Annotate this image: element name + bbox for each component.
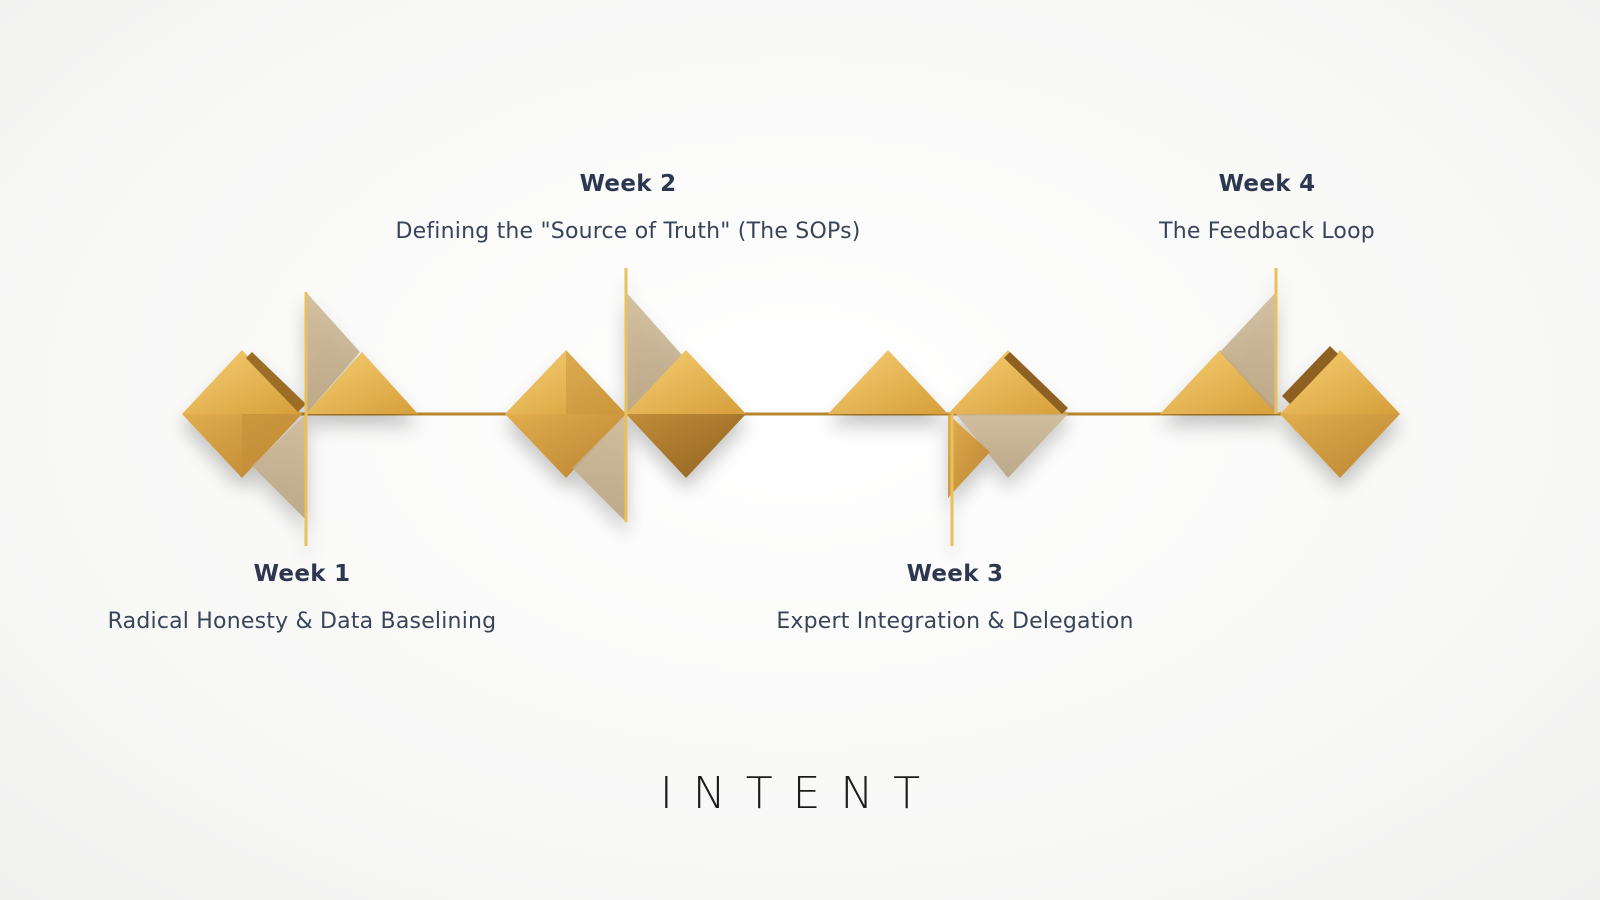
milestone-week-4: Week 4 The Feedback Loop [1159, 171, 1375, 244]
milestone-week-2: Week 2 Defining the "Source of Truth" (T… [395, 171, 860, 244]
milestone-week-3: Week 3 Expert Integration & Delegation [776, 561, 1133, 634]
milestone-title: Week 4 [1218, 171, 1316, 197]
gold-origami-diamond-icon [828, 350, 948, 414]
milestone-description: Expert Integration & Delegation [776, 609, 1134, 634]
milestone-description: Radical Honesty & Data Baselining [107, 609, 497, 634]
gold-origami-diamond-icon [252, 292, 418, 520]
gold-origami-diamond-icon [505, 350, 626, 478]
milestone-title: Week 3 [906, 561, 1004, 587]
milestone-week-1: Week 1 Radical Honesty & Data Baselining [108, 561, 497, 634]
gold-origami-diamond-icon [1280, 346, 1400, 478]
milestone-title: Week 1 [253, 561, 351, 587]
gold-origami-diamond-icon [1160, 292, 1280, 414]
milestone-title: Week 2 [579, 171, 677, 197]
gold-origami-diamond-icon [572, 292, 746, 522]
milestone-description: The Feedback Loop [1159, 219, 1375, 244]
brand-logo: INTENT [659, 768, 941, 819]
gold-origami-diamond-icon [948, 350, 1068, 498]
milestone-description: Defining the "Source of Truth" (The SOPs… [395, 219, 861, 244]
